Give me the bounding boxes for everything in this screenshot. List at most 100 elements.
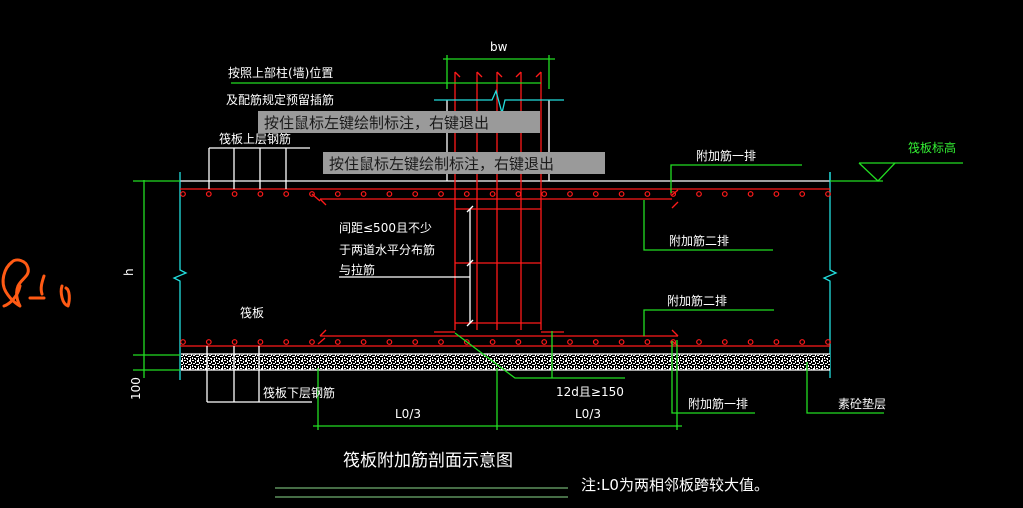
dim-span-right-label: L0/3 (575, 407, 601, 421)
top-rebar-label: 筏板上层钢筋 (219, 131, 291, 146)
rebar-section-dot (721, 339, 728, 345)
rebar-section-dot (541, 191, 548, 197)
rebar-section-dot (412, 339, 419, 345)
rebar-section-dot (644, 191, 651, 197)
top-rebar-leader: 筏板上层钢筋 (208, 131, 310, 189)
rebar-section-dot (618, 191, 625, 197)
extra-row1-bottom-label: 附加筋一排 (688, 396, 748, 411)
rebar-section-dot (309, 339, 315, 345)
leader-extra-row2-top (643, 200, 773, 251)
rebar-section-dot (670, 191, 677, 197)
rebar-section-dot (515, 191, 522, 197)
column-position-label-1: 按照上部柱(墙)位置 (228, 65, 333, 80)
cursor-tooltip-1: 按住鼠标左键绘制标注，右键退出 (258, 111, 540, 133)
rebar-section-dot (283, 191, 290, 197)
slab-elevation-symbol: 筏板标高 (829, 140, 963, 182)
rebar-section-dot (334, 339, 341, 345)
rebar-section-dot (567, 191, 573, 197)
leader-cushion (806, 362, 884, 414)
rebar-section-dot (360, 191, 367, 197)
top-rebar-dots (180, 191, 831, 197)
bar-hook (317, 337, 326, 345)
leader-extra-row1-bottom (671, 341, 755, 414)
rebar-section-dot (696, 191, 702, 197)
leader-extra-row1-top (670, 164, 802, 193)
rebar-section-dot (489, 339, 496, 345)
bar-hook (671, 329, 679, 337)
column-break-line (434, 89, 564, 114)
bar-hook (671, 201, 679, 209)
bar-hook (319, 329, 327, 337)
bar-hook (311, 193, 321, 202)
rebar-section-dot (334, 191, 341, 197)
rebar-section-dot (592, 339, 599, 345)
tick (466, 319, 474, 327)
rebar-section-dot (618, 339, 625, 345)
dim-100-label: 100 (129, 377, 143, 400)
rebar-section-dot (412, 191, 419, 197)
rebar-section-dot (438, 339, 444, 345)
rebar-section-dot (309, 191, 315, 197)
bottom-rebar-label: 筏板下层钢筋 (263, 385, 335, 400)
dowel-hook (496, 71, 503, 78)
column-position-label-2: 及配筋规定预留插筋 (226, 92, 334, 107)
leader-line (454, 332, 625, 379)
bottom-rebar-dots (180, 339, 831, 345)
left-break-line (172, 172, 188, 380)
rebar-section-dot (360, 339, 367, 345)
anchor-length-label: 12d且≥150 (556, 385, 624, 399)
tooltip-text: 按住鼠标左键绘制标注，右键退出 (329, 155, 554, 173)
rebar-section-dot (386, 339, 393, 345)
slab-label: 筏板 (240, 306, 264, 320)
rebar-section-dot (257, 191, 264, 197)
bar-hook (319, 198, 327, 206)
rebar-section-dot (773, 191, 780, 197)
dim-column-width: bw (443, 40, 555, 89)
rebar-section-dot (205, 191, 212, 197)
rebar-section-dot (773, 339, 780, 345)
dim-span: L0/3 L0/3 (313, 340, 682, 430)
dim-bw-label: bw (490, 40, 508, 54)
handwriting-stroke (59, 284, 71, 308)
slab-bottom-rebar (180, 329, 831, 347)
rebar-section-dot (515, 339, 522, 345)
rebar-section-dot (386, 191, 393, 197)
rebar-section-dot (283, 339, 290, 345)
tick (466, 205, 474, 213)
slab-outline (172, 172, 838, 380)
rebar-section-dot (799, 191, 806, 197)
rebar-section-dot (721, 191, 728, 197)
rebar-section-dot (567, 339, 573, 345)
cursor-tooltip-2: 按住鼠标左键绘制标注，右键退出 (323, 152, 605, 174)
tick (466, 259, 474, 267)
rebar-section-dot (489, 191, 496, 197)
handwriting-stroke (1, 258, 30, 308)
stirrup-spacing-marker (339, 205, 474, 327)
rebar-section-dot (231, 191, 238, 197)
rebar-section-dot (799, 339, 806, 345)
dim-span-left-label: L0/3 (395, 407, 421, 421)
rebar-section-dot (463, 339, 470, 345)
spacing-note-line-2: 于两道水平分布筋 (339, 242, 435, 257)
drawing-note: 注:L0为两相邻板跨较大值。 (581, 476, 769, 494)
extra-row2-bottom-label: 附加筋二排 (667, 293, 727, 308)
handwriting-annotation (1, 258, 71, 308)
spacing-note-line-3: 与拉筋 (339, 262, 375, 277)
handwriting-stroke (2, 284, 22, 308)
rebar-section-dot (825, 339, 831, 345)
right-break-line (822, 172, 838, 378)
rebar-section-dot (541, 339, 548, 345)
rebar-section-dot (670, 339, 677, 345)
slab-top-rebar (180, 188, 831, 209)
bottom-rebar-leader: 筏板下层钢筋 (206, 346, 335, 403)
cushion-hatch (181, 354, 830, 370)
rebar-section-dot (644, 339, 651, 345)
rebar-section-dot (747, 339, 754, 345)
rebar-section-dot (463, 191, 470, 197)
dowel-hook (515, 71, 522, 78)
concrete-cushion-layer (181, 353, 830, 371)
extra-row2-top-label: 附加筋二排 (669, 233, 729, 248)
leader-extra-row2-bottom (643, 309, 774, 336)
drawing-title: 筏板附加筋剖面示意图 (343, 451, 513, 471)
